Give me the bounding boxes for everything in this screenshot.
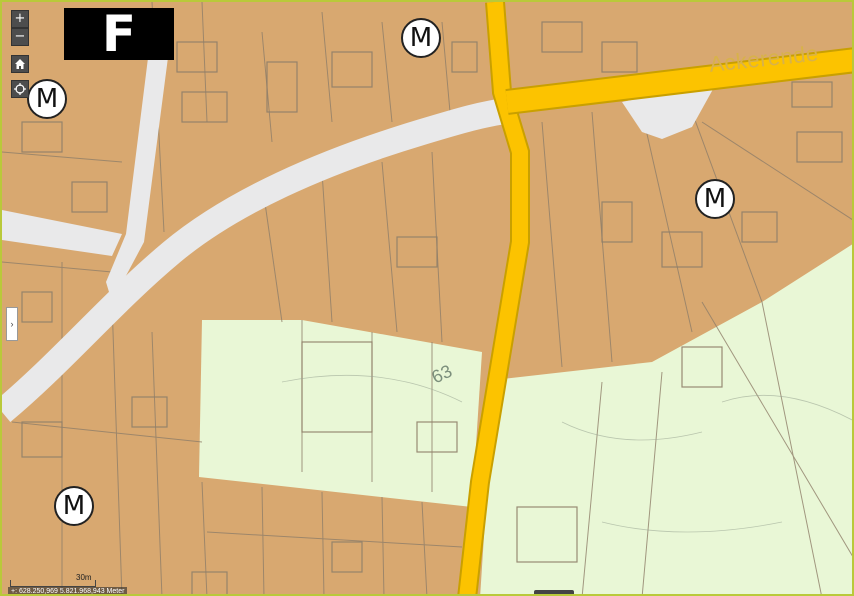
bottom-panel-tab[interactable] xyxy=(534,590,574,594)
coordinate-readout: +: 628.250,969 5.821.968,943 Meter xyxy=(8,587,128,594)
zoom-in-button[interactable]: + xyxy=(11,10,29,28)
building-outlines xyxy=(21,21,843,594)
logo-letter: F xyxy=(101,5,137,63)
crosshair-icon xyxy=(14,83,26,95)
home-button[interactable] xyxy=(11,55,29,73)
main-side-road xyxy=(2,97,514,422)
logo: F xyxy=(64,5,174,63)
chevron-right-icon: › xyxy=(10,319,14,329)
scale-bar xyxy=(10,580,96,587)
zone-label-southwest: M xyxy=(54,486,94,526)
scale-label: 30m xyxy=(76,573,92,582)
east-road xyxy=(505,49,852,113)
locate-button[interactable] xyxy=(11,80,29,98)
zoom-out-button[interactable]: − xyxy=(11,28,29,46)
home-icon xyxy=(15,59,25,69)
minor-road-north xyxy=(106,42,170,302)
zone-label-west: M xyxy=(27,79,67,119)
main-road xyxy=(459,2,528,594)
minor-road-west xyxy=(2,210,122,256)
contour-lines xyxy=(281,374,852,533)
side-panel-toggle[interactable]: › xyxy=(6,307,18,341)
green-area-west xyxy=(199,320,482,507)
zone-label-east: M xyxy=(695,179,735,219)
zone-label-north: M xyxy=(401,18,441,58)
plaza-area xyxy=(622,82,717,139)
